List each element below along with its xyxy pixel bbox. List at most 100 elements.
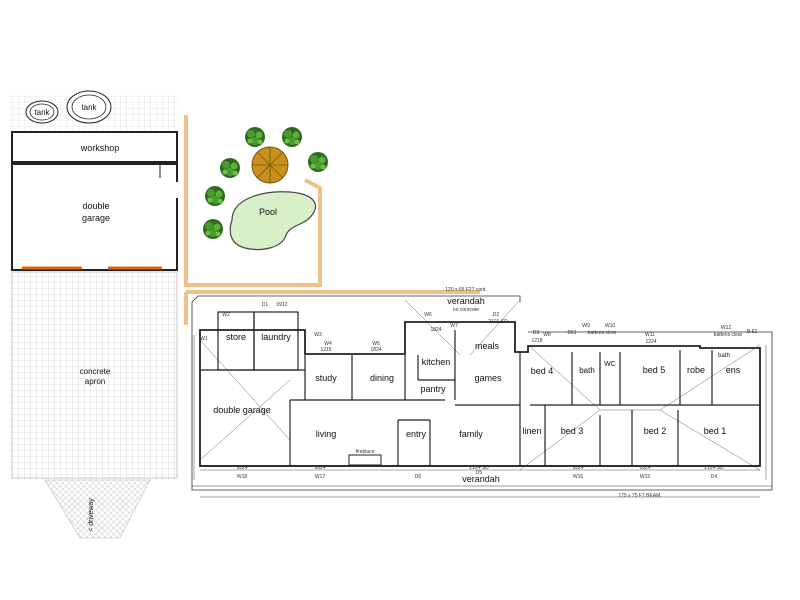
room-store: store [226,332,246,342]
beam-top-note: 120 x 65 F27 cont. [445,287,486,293]
outbuilding-group: tank tank workshop double garage concret… [10,90,179,539]
room-double-garage: double garage [213,405,271,415]
verandah-top-note: no concrete [453,307,479,313]
room-meals: meals [475,341,500,351]
room-living: living [316,429,337,439]
room-dining: dining [370,373,394,383]
room-family: family [459,429,483,439]
apron-label-1: concrete [80,367,111,376]
shrub [203,219,223,239]
label-w2: W2 [222,312,230,318]
room-study: study [315,373,337,383]
interior-walls [200,330,760,466]
label-d4: D4 [711,474,718,480]
label-w4: W4 [324,341,332,347]
room-laundry: laundry [261,332,291,342]
shrub [220,158,240,178]
room-bed-2: bed 2 [644,426,667,436]
apron-label-2: apron [85,377,105,386]
label-w12: W12 [721,325,732,331]
dims-top: 1215 1824 1824 1218 1224 [320,327,656,353]
garage-room [11,163,178,271]
concrete-apron [11,271,178,479]
pool-label: Pool [259,207,277,217]
dim-bottom-3: 2124 SD [469,465,489,471]
fireplace-label: fireplace [356,449,375,455]
label-w6: W6 [424,312,432,318]
dim-top-5: 1224 [645,339,656,345]
room-bed-4: bed 4 [531,366,554,376]
shrub [308,152,328,172]
label-d2-note: 2121 SD [488,319,508,325]
room-bath-1: bath [579,366,595,375]
dim-bottom-1: 1824 [236,465,247,471]
shrub [205,186,225,206]
label-w5: W5 [372,341,380,347]
tank-large [66,90,112,124]
dim-top-1: 1215 [320,347,331,353]
dims-bottom: 1824 1824 2124 SD 1824 1824 2124 SD [236,465,724,471]
room-wc: WC [604,361,616,368]
label-d6: D6 [415,474,422,480]
garden-group: Pool [184,115,480,325]
driveway-label: < driveway [88,498,95,532]
room-bed-1: bed 1 [704,426,727,436]
workshop-room [11,131,178,163]
label-w7: W7 [450,323,458,329]
label-d1-note: 0912 [276,302,287,308]
workshop-label: workshop [80,143,120,153]
label-b62: B.62 [747,329,758,335]
label-w1: W1 [200,336,208,342]
verandah-bottom-label: verandah [462,474,500,484]
label-w15: W15 [640,474,651,480]
verandah-top-label: verandah [447,296,485,306]
room-bed-5: bed 5 [643,365,666,375]
pool [229,191,317,251]
label-w11: W11 [645,332,655,338]
label-d2: D2 [493,312,500,318]
fireplace [348,454,382,466]
room-linen: linen [522,426,541,436]
shrub [245,127,265,147]
label-b63: B63 [568,330,577,336]
room-robe: robe [687,365,705,375]
label-w3: W3 [314,332,322,338]
room-kitchen: kitchen [422,357,451,367]
dim-top-2: 1824 [370,347,381,353]
side-dimension-lines [193,335,767,498]
label-d5: D5 [476,470,483,476]
room-ens: ens [726,365,741,375]
label-bath-note: battens clear [588,330,617,336]
dim-bottom-2: 1824 [314,465,325,471]
dim-bottom-6: 2124 SD [704,465,724,471]
label-w9: W9 [582,323,590,329]
room-entry: entry [406,429,427,439]
driveway [44,479,151,539]
label-w17: W17 [315,474,326,480]
umbrella [251,146,289,184]
exterior-wall [199,321,761,467]
roof-outline [191,295,773,491]
room-bath-2: bath [718,353,730,359]
shrub [282,127,302,147]
windows-top: D1 0912 W1 W2 W3 W4 W5 W6 W7 D2 2121 SD … [200,302,757,347]
garage-label-2: garage [82,213,110,223]
room-pantry: pantry [420,384,446,394]
label-d3: D3 [533,330,540,336]
dim-top-4: 1218 [531,338,542,344]
tank-label-1: tank [34,108,50,117]
label-ens-note: battens clear [714,332,743,338]
dim-bottom-4: 1824 [572,465,583,471]
dim-top-3: 1824 [430,327,441,333]
label-w18: W18 [237,474,248,480]
garage-label-1: double [82,201,109,211]
house-group: store laundry [191,287,773,499]
label-w10: W10 [605,323,616,329]
room-games: games [474,373,502,383]
label-w16: W16 [573,474,584,480]
dim-bottom-5: 1824 [639,465,650,471]
room-bed-3: bed 3 [561,426,584,436]
label-d1: D1 [262,302,269,308]
garden-path [184,115,322,287]
